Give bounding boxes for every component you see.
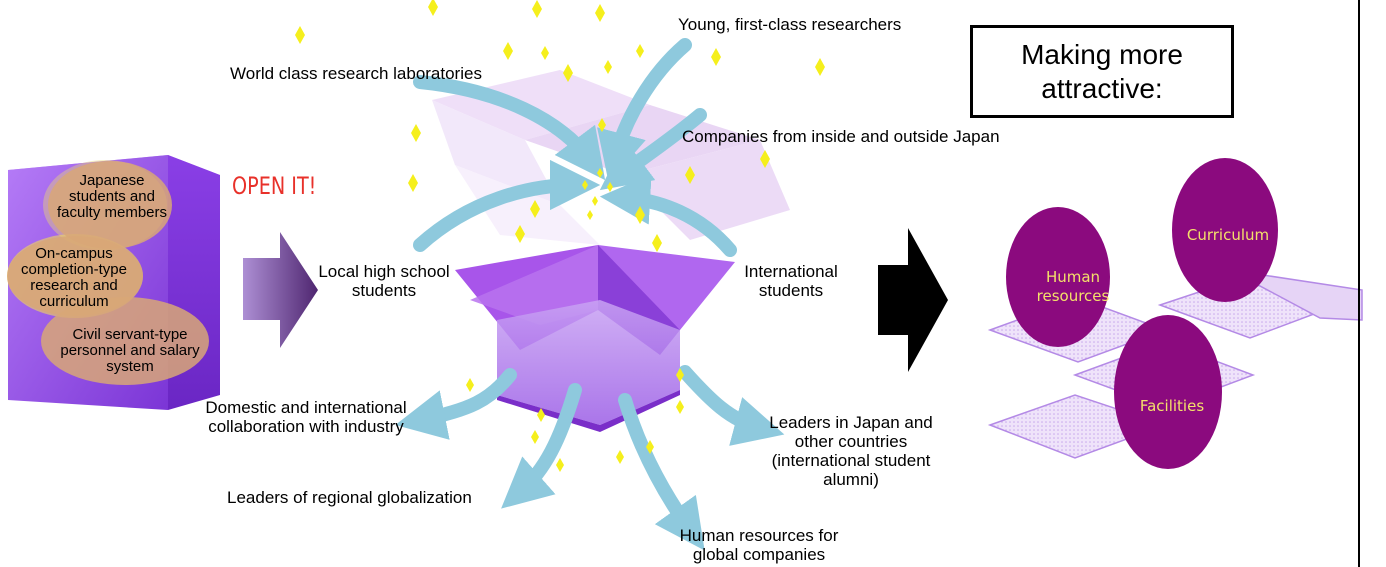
closed-university-block bbox=[7, 155, 220, 410]
oval-civil-servant: Civil servant-type personnel and salary … bbox=[60, 326, 200, 375]
sparkles bbox=[295, 0, 825, 472]
right-border-line bbox=[1358, 0, 1360, 567]
oval-japanese-students: Japanese students and faculty members bbox=[56, 172, 168, 221]
label-collaboration: Domestic and international collaboration… bbox=[205, 398, 407, 436]
label-curriculum: Curriculum bbox=[1186, 226, 1270, 244]
label-facilities: Facilities bbox=[1139, 397, 1205, 415]
label-intl-students: International students bbox=[744, 262, 838, 300]
open-arrow bbox=[243, 232, 318, 348]
label-global-hr: Human resources for global companies bbox=[679, 526, 839, 564]
open-box bbox=[432, 70, 790, 432]
human-resources-oval bbox=[1006, 207, 1110, 347]
making-attractive-text: Making more attractive: bbox=[1021, 38, 1183, 104]
label-local-students: Local high school students bbox=[318, 262, 450, 300]
label-alumni-leaders: Leaders in Japan and other countries (in… bbox=[769, 413, 933, 489]
oval-on-campus: On-campus completion-type research and c… bbox=[21, 245, 127, 310]
label-companies: Companies from inside and outside Japan bbox=[682, 127, 1000, 146]
open-it-label: OPEN IT! bbox=[232, 172, 317, 200]
facilities-oval bbox=[1114, 315, 1222, 469]
label-world-class-labs: World class research laboratories bbox=[230, 64, 482, 83]
making-attractive-box: Making more attractive: bbox=[970, 25, 1234, 118]
result-arrow bbox=[878, 228, 948, 372]
label-regional-leaders: Leaders of regional globalization bbox=[227, 488, 472, 507]
inflow-arrows bbox=[413, 38, 737, 257]
label-young-researchers: Young, first-class researchers bbox=[678, 15, 902, 34]
curriculum-oval bbox=[1172, 158, 1278, 302]
label-human-resources: Human resources bbox=[1036, 268, 1110, 305]
outflow-arrows bbox=[395, 365, 785, 551]
